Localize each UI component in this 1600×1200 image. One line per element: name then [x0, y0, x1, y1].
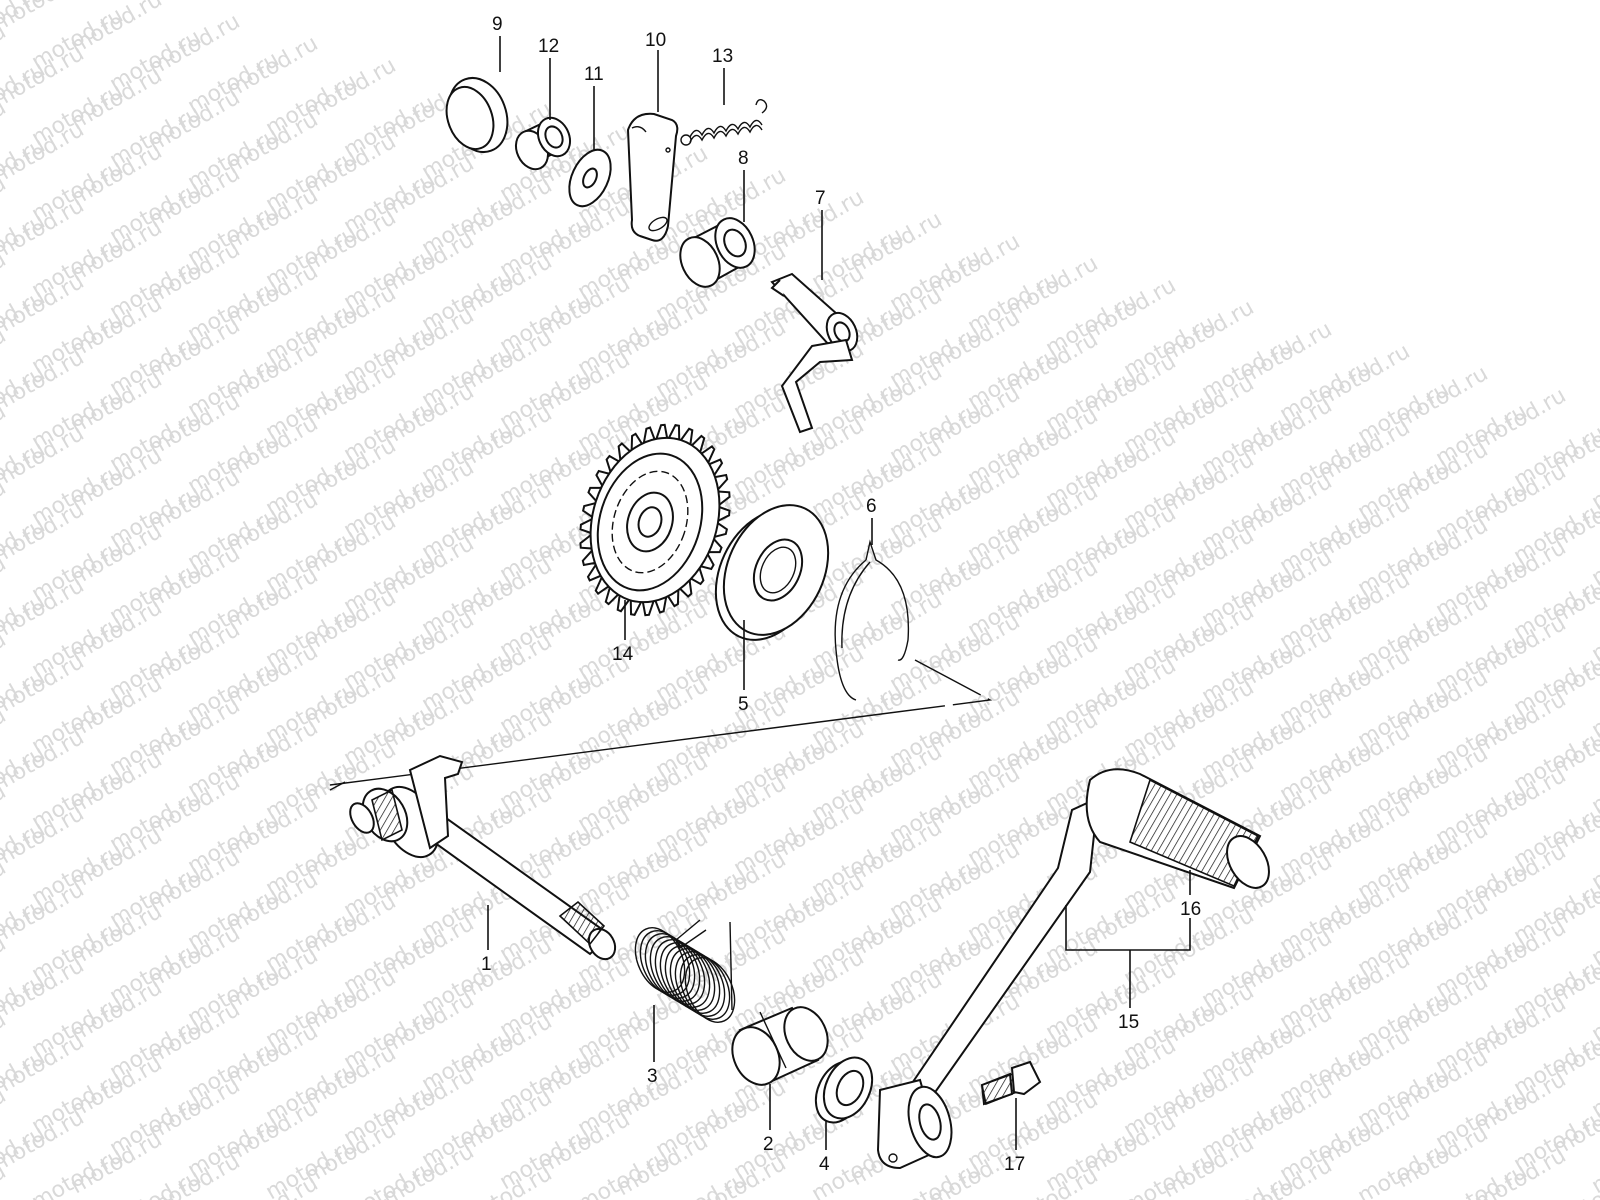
bushing-part-drawing [514, 116, 572, 171]
washer-part-drawing [568, 148, 612, 208]
part-label-10: 10 [645, 30, 666, 51]
circlip-part-drawing [834, 539, 910, 701]
return-spring-part-drawing [634, 919, 736, 1023]
part-label-1: 1 [481, 954, 492, 975]
cap-part-drawing [445, 77, 509, 153]
part-label-3: 3 [647, 1066, 658, 1087]
watermark-text: motod.ru [0, 1159, 10, 1200]
part-label-5: 5 [738, 694, 749, 715]
spring-guide-part-drawing [731, 1006, 829, 1086]
part-label-6: 6 [866, 496, 877, 517]
kick-lever-part-drawing [876, 768, 1270, 1170]
part-label-7: 7 [815, 188, 826, 209]
idler-shaft-part-drawing [770, 272, 859, 434]
part-label-13: 13 [712, 46, 733, 67]
tension-spring-part-drawing [680, 98, 768, 146]
spring-coil [669, 948, 721, 1014]
spring-coil [684, 957, 736, 1023]
thrust-washer-part-drawing [714, 504, 830, 641]
spring-coil [664, 945, 716, 1011]
oil-seal-part-drawing [814, 1056, 874, 1124]
part-label-12: 12 [538, 36, 559, 57]
bearing-part-drawing [679, 217, 756, 288]
assembly-guide-lines [329, 659, 993, 791]
part-label-4: 4 [819, 1154, 830, 1175]
spring-coil [679, 954, 731, 1020]
kick-starter-shaft-part-drawing [349, 754, 617, 961]
spring-coil [654, 939, 706, 1005]
stopper-plate-part-drawing [626, 112, 679, 242]
part-label-14: 14 [612, 644, 634, 665]
part-label-2: 2 [763, 1134, 774, 1155]
kick-gear-part-drawing [579, 423, 731, 617]
part-label-11: 11 [584, 64, 604, 85]
spring-coil [674, 951, 726, 1017]
leader-lines [487, 36, 1191, 1150]
bolt-part-drawing [980, 1060, 1042, 1106]
part-label-8: 8 [738, 148, 749, 169]
part-label-17: 17 [1004, 1154, 1025, 1175]
spring-coil [659, 942, 711, 1008]
part-number-labels: 9 12 11 10 13 8 7 6 14 5 1 3 2 4 17 16 1… [481, 14, 1201, 1175]
part-label-15: 15 [1118, 1012, 1139, 1033]
part-label-16: 16 [1180, 899, 1201, 920]
part-label-9: 9 [492, 14, 503, 35]
